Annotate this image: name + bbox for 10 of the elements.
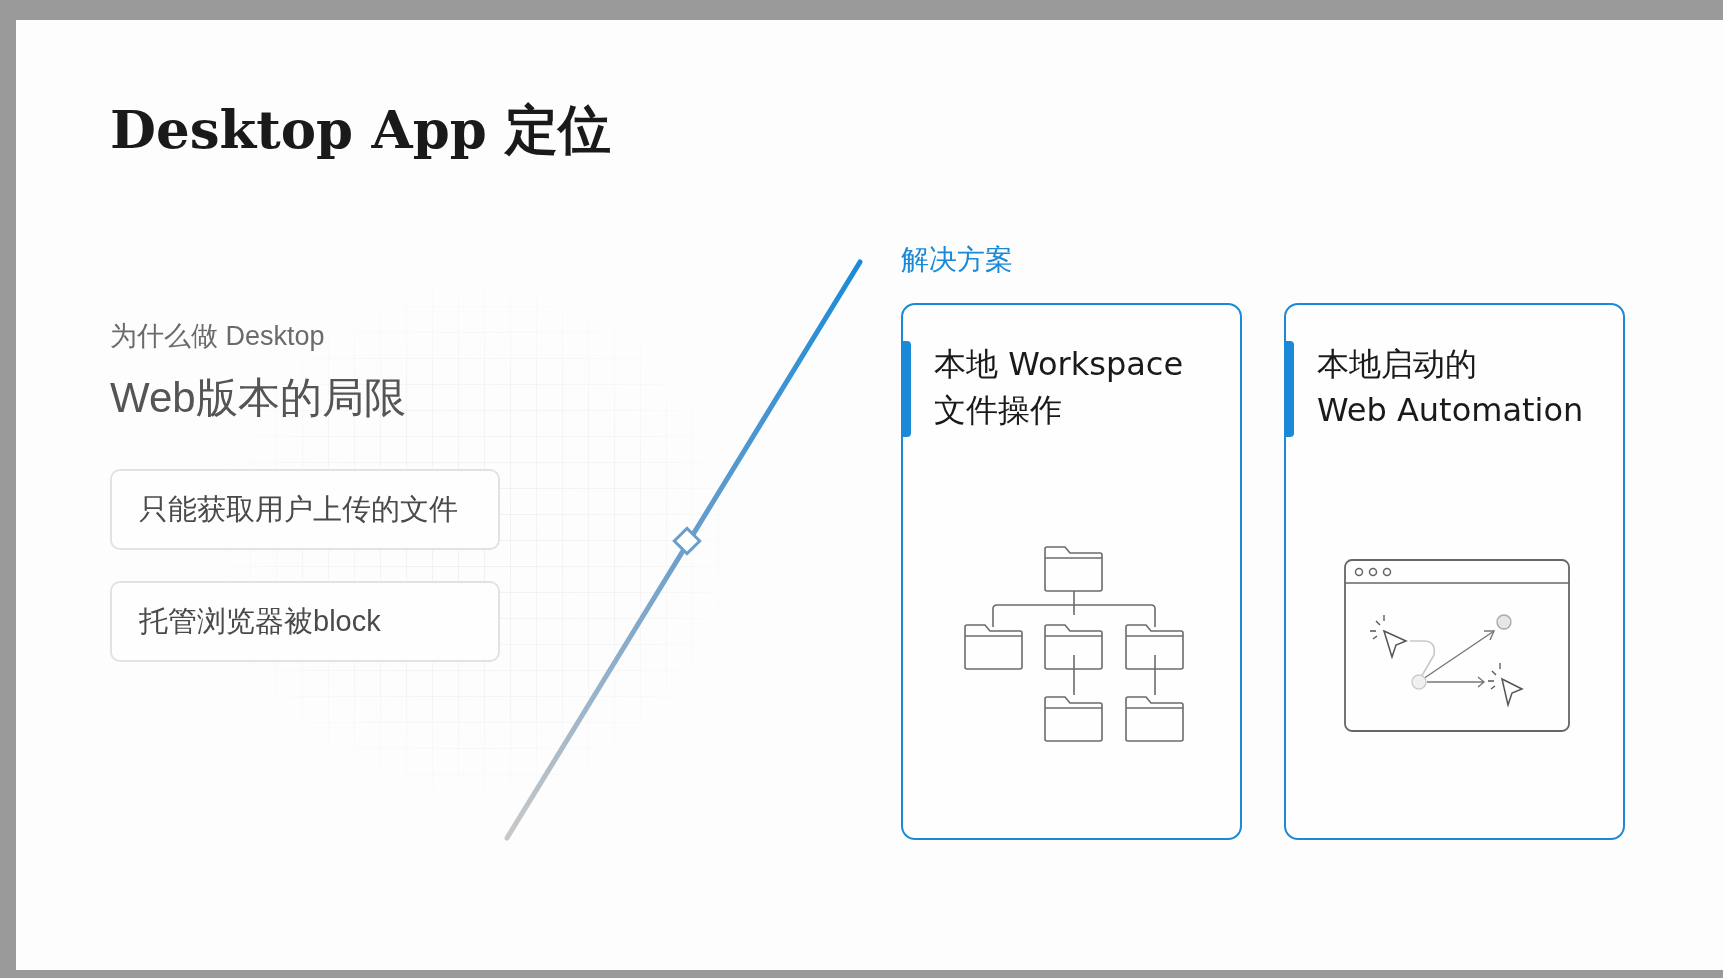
section-heading: Web版本的局限	[110, 373, 406, 423]
subtitle-text: 为什么做 Desktop	[110, 320, 325, 353]
limitation-box: 只能获取用户上传的文件	[110, 469, 500, 550]
solution-card	[901, 303, 1242, 840]
solution-card	[1284, 303, 1625, 840]
card-heading: 本地启动的 Web Automation	[1317, 344, 1584, 432]
section-heading: 解决方案	[901, 243, 1013, 277]
card-heading: 本地 Workspace 文件操作	[934, 344, 1184, 432]
limitation-box: 托管浏览器被block	[110, 581, 500, 662]
title: Desktop App 定位	[110, 97, 612, 162]
